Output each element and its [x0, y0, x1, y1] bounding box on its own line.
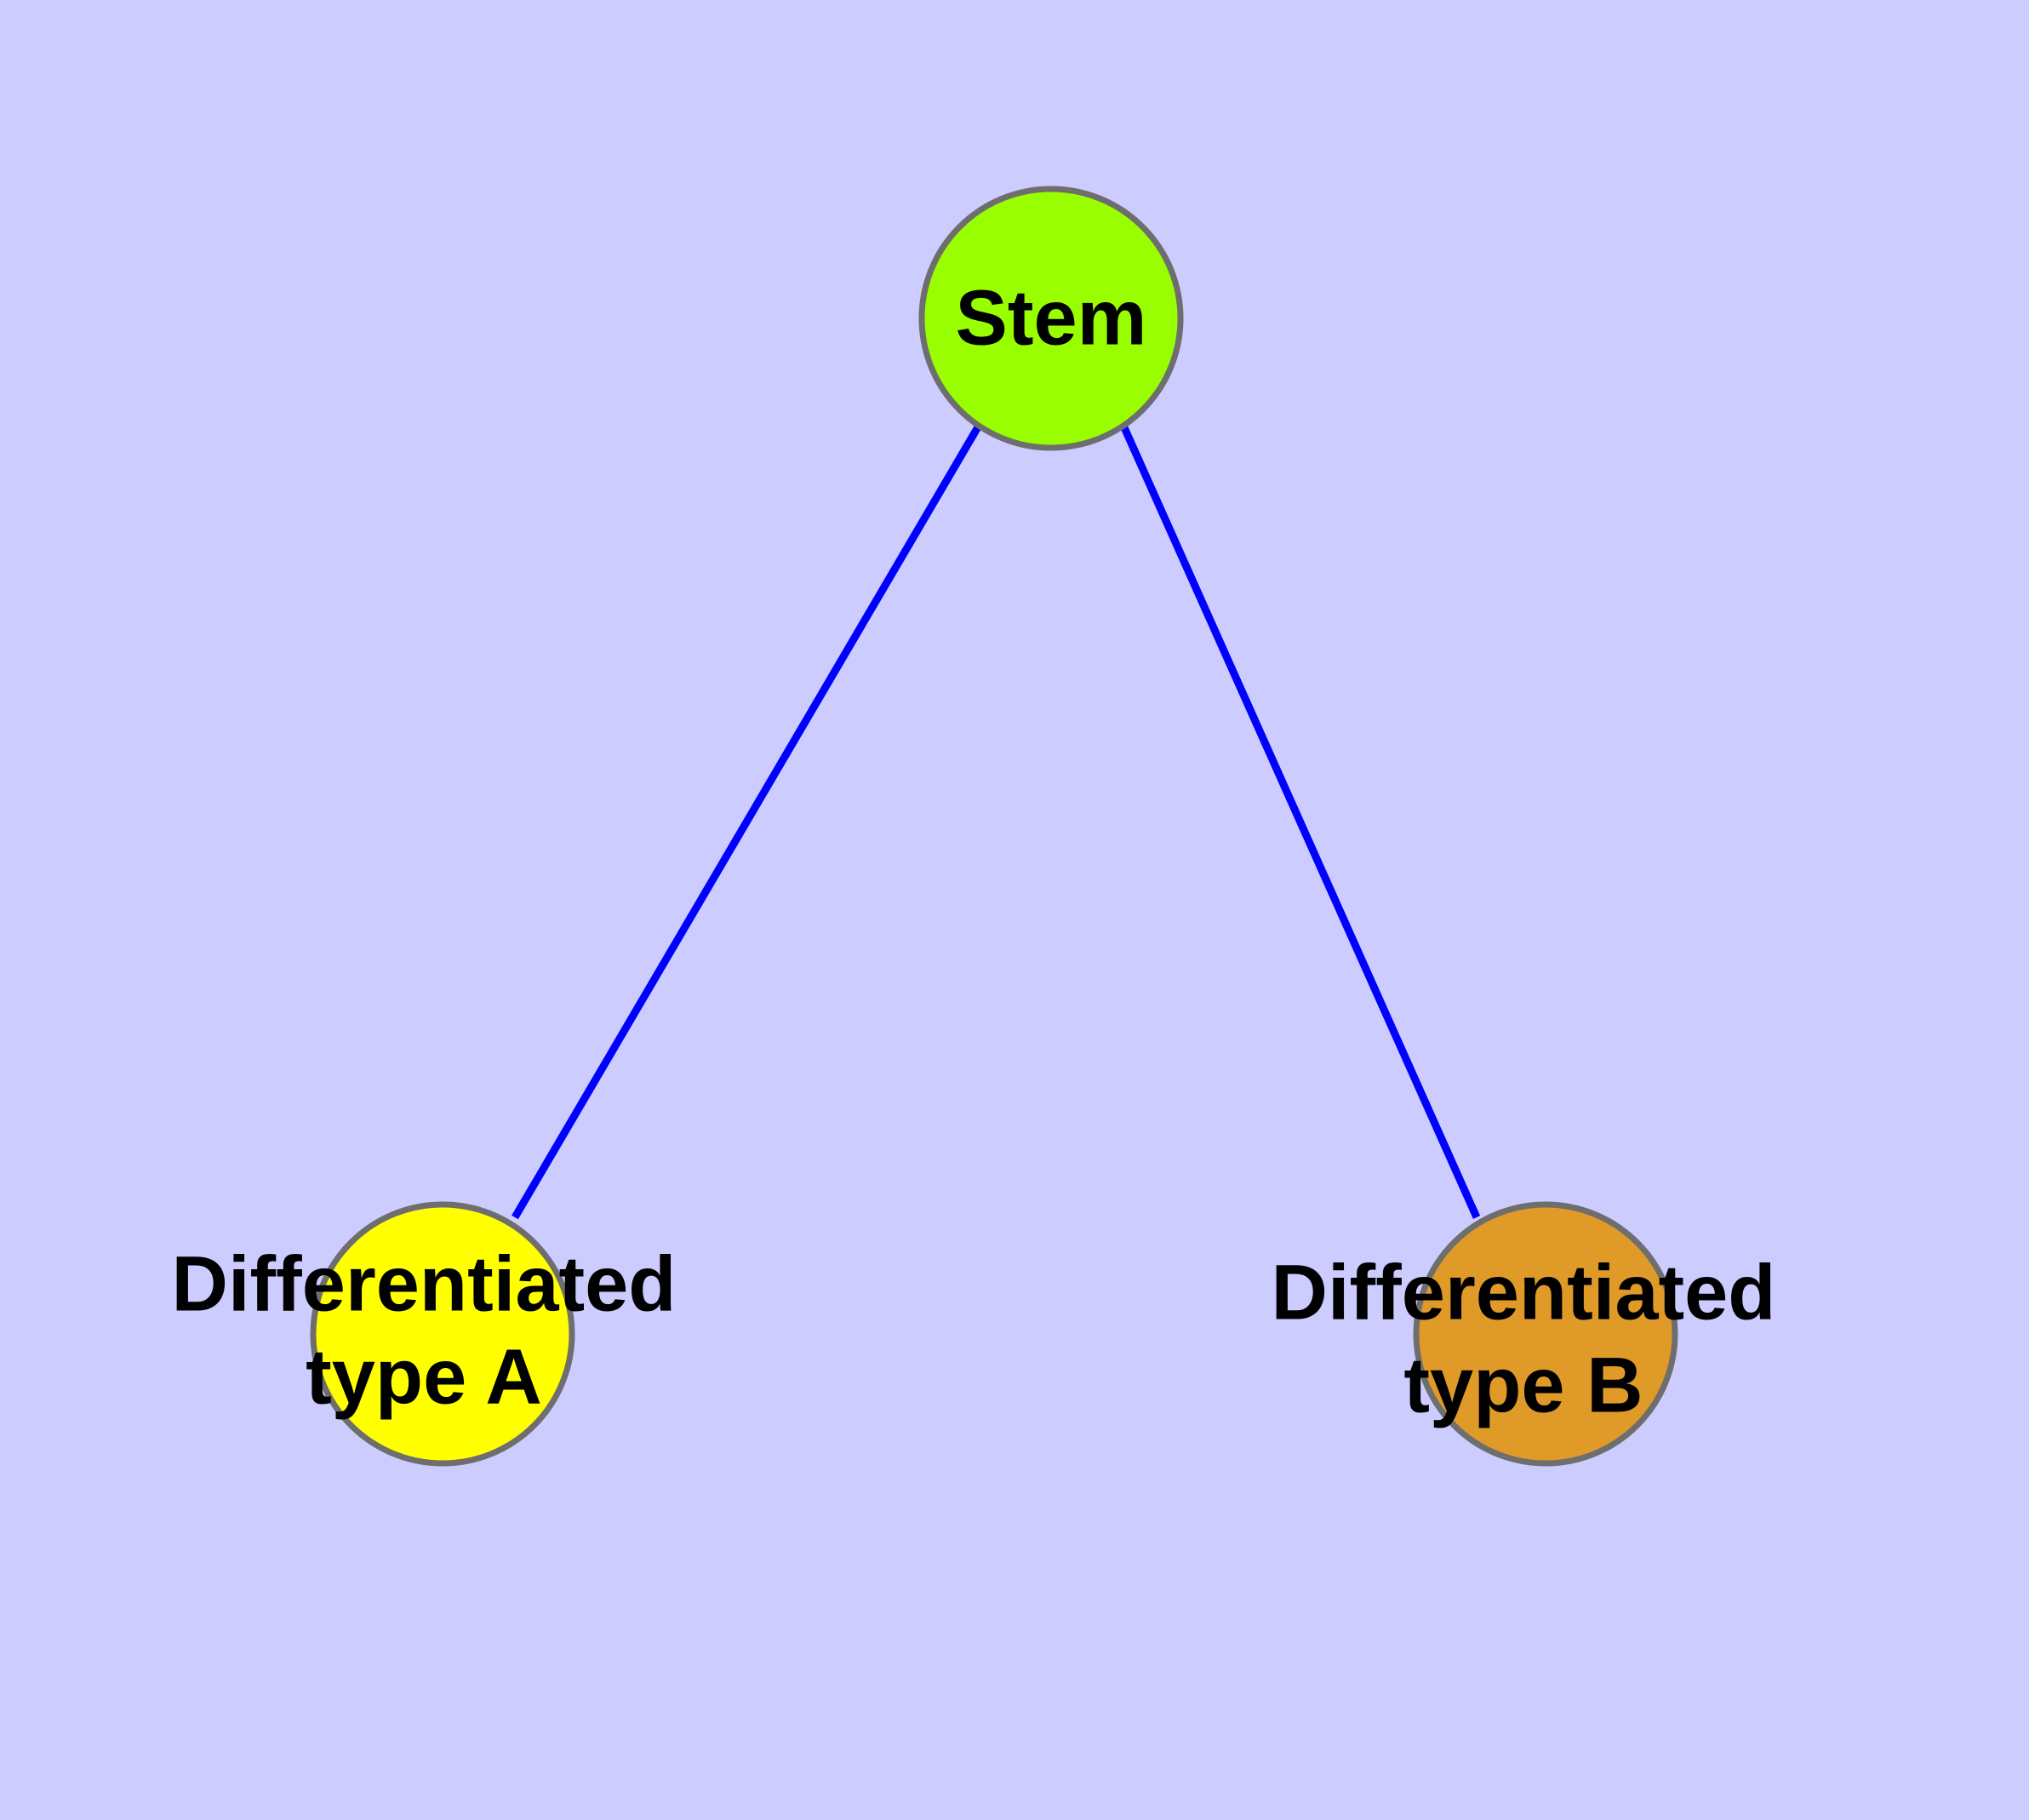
node-differentiated-type-b-label-line2: type B — [1403, 1342, 1643, 1428]
edge-stem-to-differentiated-type-a[interactable] — [512, 423, 982, 1220]
node-differentiated-type-b-label-line1: Differentiated — [1272, 1249, 1776, 1336]
node-differentiated-type-a-label-line2: type A — [306, 1333, 542, 1420]
node-stem-circle[interactable] — [918, 186, 1184, 451]
node-differentiated-type-b-circle[interactable] — [1413, 1201, 1678, 1467]
node-stem[interactable]: Stem — [918, 186, 1184, 451]
node-differentiated-type-a[interactable]: Differentiated type A — [172, 1201, 677, 1467]
node-differentiated-type-a-circle[interactable] — [310, 1201, 575, 1467]
node-differentiated-type-a-label-line1: Differentiated — [172, 1240, 677, 1327]
node-differentiated-type-b[interactable]: Differentiated type B — [1272, 1201, 1776, 1467]
node-stem-label: Stem — [956, 274, 1147, 361]
edge-group — [512, 423, 1481, 1220]
edge-stem-to-differentiated-type-b[interactable] — [1119, 424, 1481, 1219]
